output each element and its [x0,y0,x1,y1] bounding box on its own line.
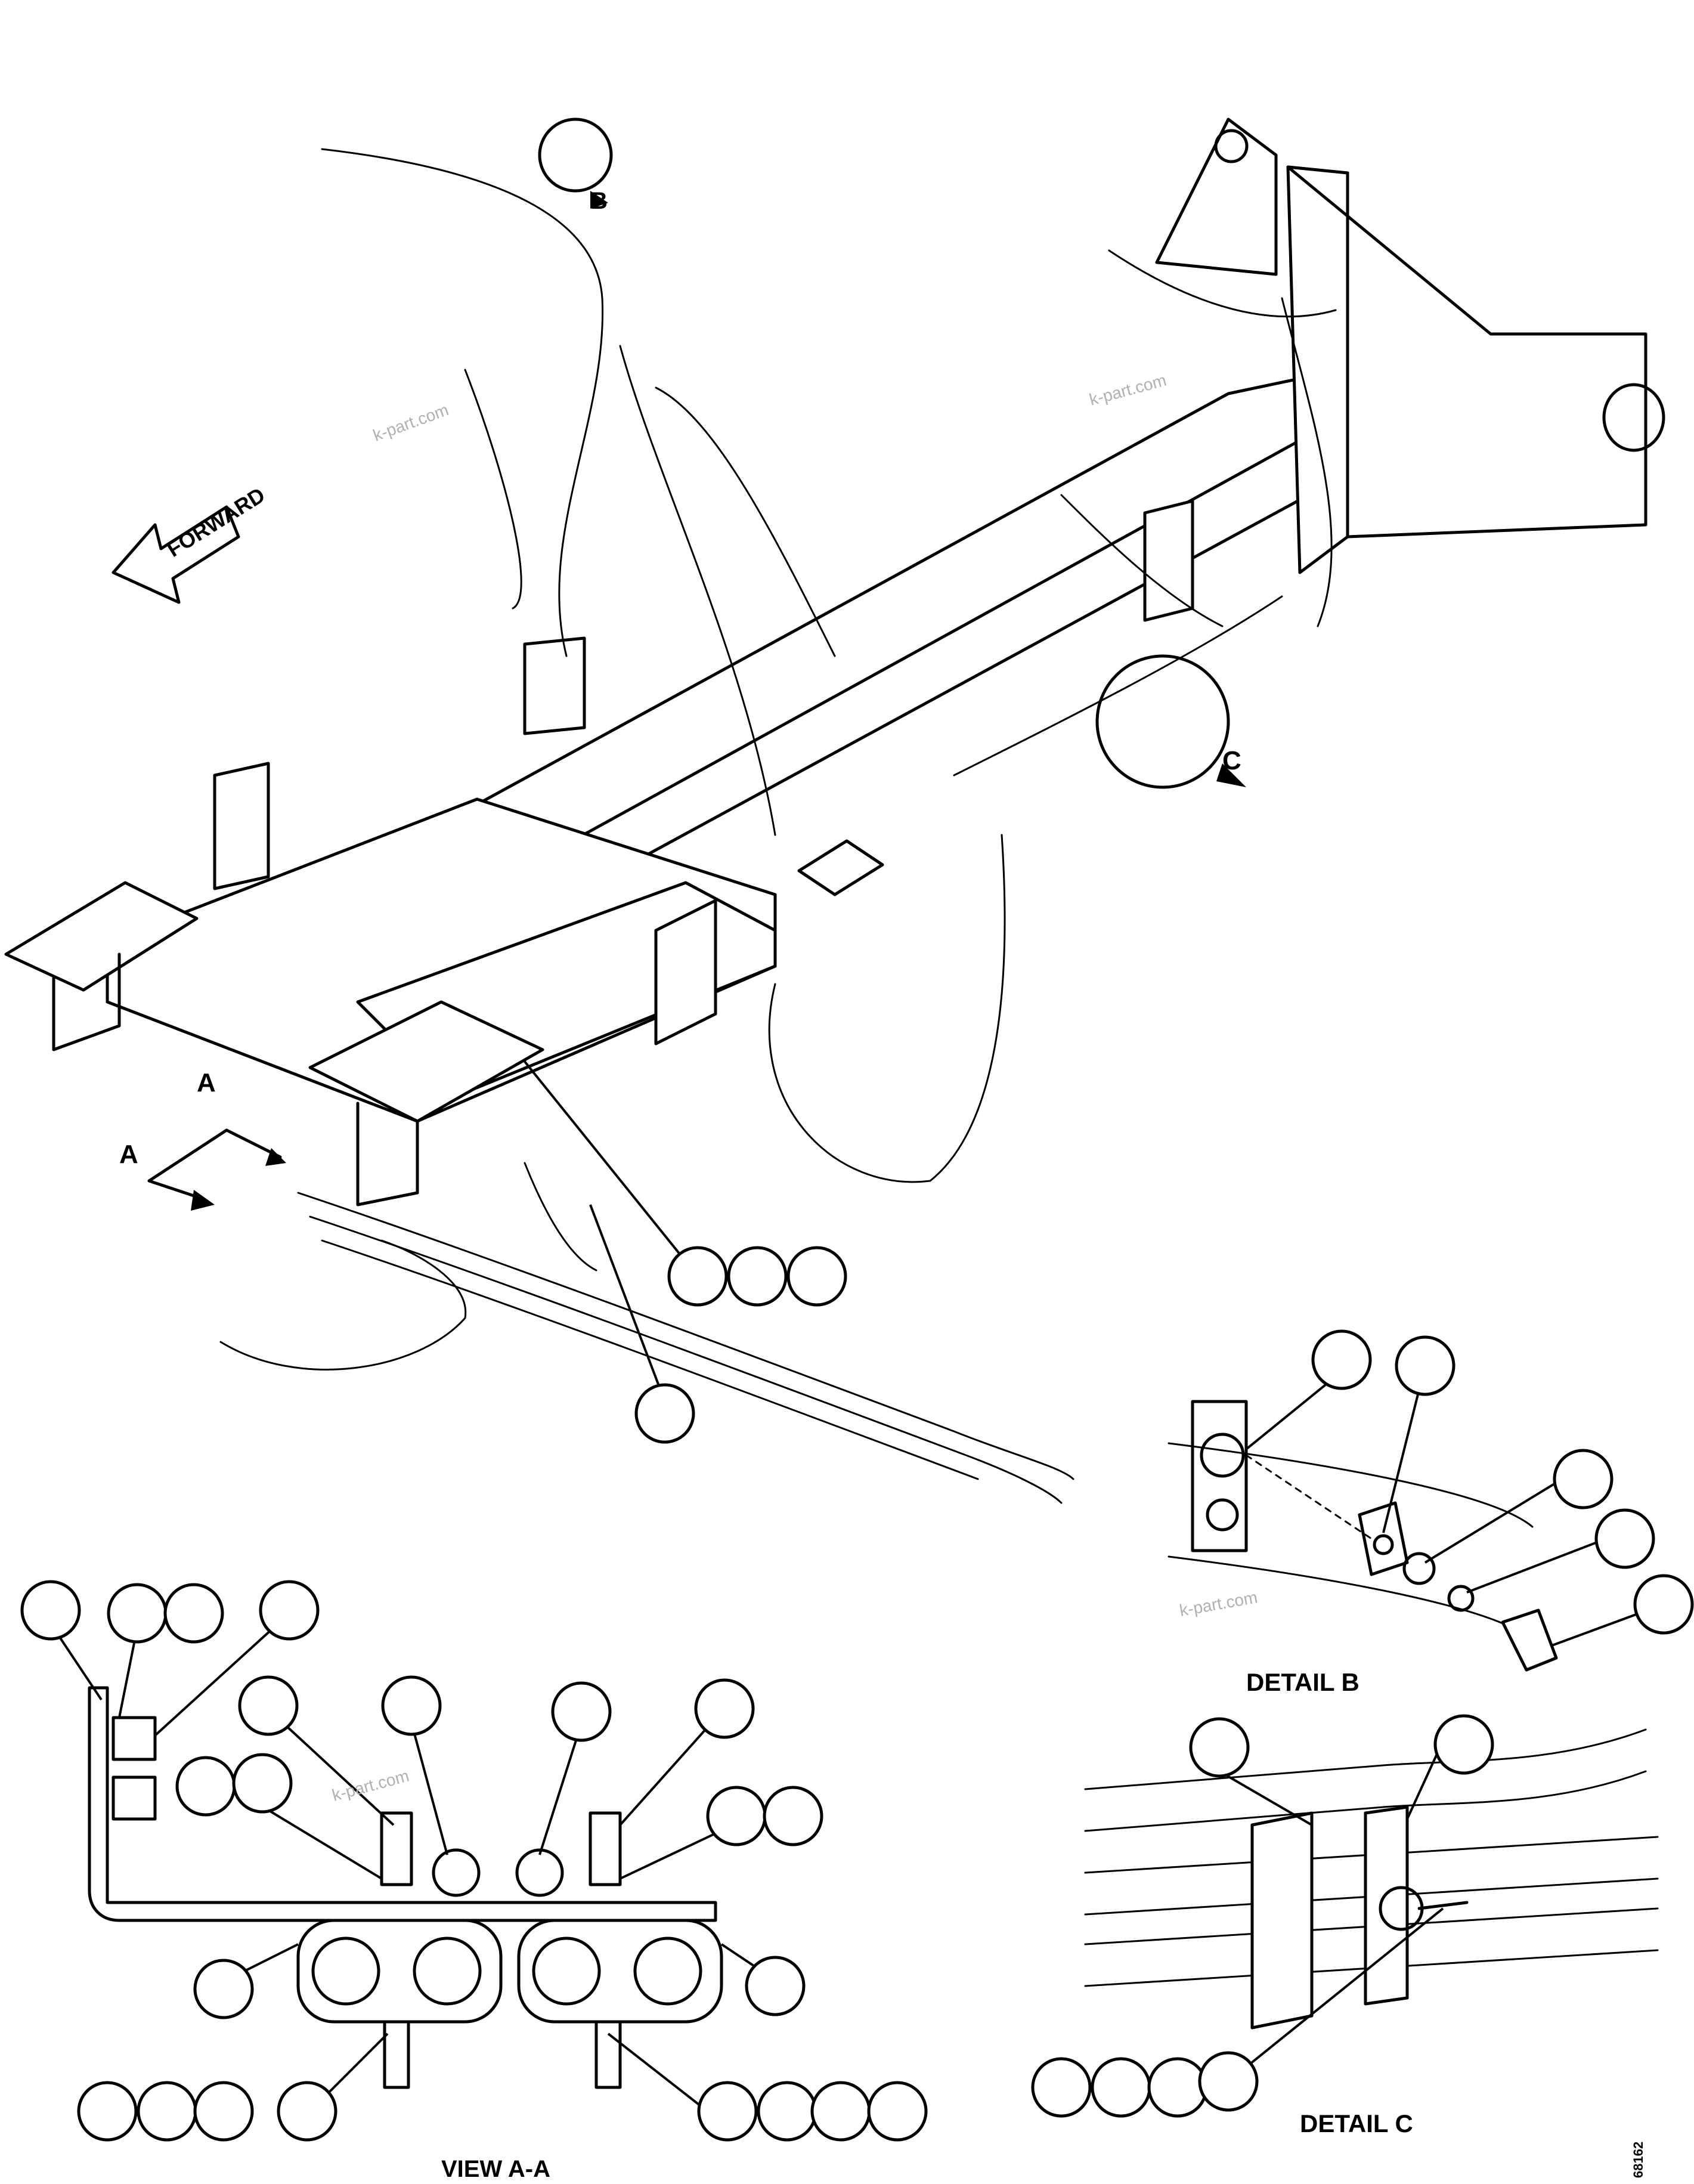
callout-balloon [107,1583,168,1644]
detail-b-title: DETAIL B [1246,1668,1359,1696]
detail-b-drawing: DETAIL B [1167,1400,1558,1696]
view-aa-title: VIEW A-A [441,2156,550,2182]
callout-balloon [232,1753,293,1814]
callout-balloon [175,1756,236,1817]
callout-balloon [163,1583,224,1644]
callout-balloon [77,2081,138,2142]
callout-balloon [694,1678,755,1739]
detail-c-title: DETAIL C [1300,2109,1413,2137]
callout-balloon [193,1959,254,2019]
callout-balloon [238,1675,299,1736]
callout-balloon [1189,1717,1250,1778]
lift-bracket [1155,117,1278,276]
drawing-number: 68162 [1631,2142,1646,2178]
callout-balloon [193,2081,254,2142]
watermark: k-part.com [330,1767,411,1805]
callouts [20,1060,1694,2142]
callout-balloon [1311,1329,1372,1390]
callout-balloon [1147,2057,1208,2118]
watermark: k-part.com [370,400,451,444]
callout-balloon [1091,2057,1151,2118]
callout-balloon [1553,1449,1614,1509]
svg-text:B: B [590,188,608,214]
callout-balloon [634,1383,695,1444]
view-a-indicator: A A [119,1068,286,1211]
callout-balloon [867,2081,928,2142]
mount-plate [797,839,884,896]
rear-left-plate [4,881,199,992]
callout-balloon [697,2081,758,2142]
callout-balloon [1433,1714,1494,1775]
callout-balloon [1395,1335,1455,1396]
forward-arrow: FORWARD [112,482,269,604]
watermark: k-part.com [1178,1588,1259,1619]
svg-text:C: C [1222,746,1241,775]
callout-balloon [727,1246,788,1307]
callout-balloon [745,1956,806,2016]
rear-right-plate [308,1000,544,1123]
callout-balloon [786,1246,847,1307]
detail-c-drawing: DETAIL C [1084,1728,1659,2137]
front-beam [1286,165,1349,574]
harness-routing [219,148,1337,1504]
callout-balloon [1633,1574,1694,1635]
callout-balloon [551,1681,612,1742]
callout-balloon [1031,2057,1092,2118]
callout-balloon [810,2081,871,2142]
view-a-arrow-label: A [119,1140,138,1169]
callout-balloon [381,1675,442,1736]
callout-balloon [259,1580,320,1641]
callout-balloon [763,1786,823,1846]
callout-balloon [277,2081,337,2142]
callout-balloon [1198,2051,1259,2112]
callout-balloon [757,2081,817,2142]
watermark: k-part.com [1088,371,1169,409]
view-a-label: A [197,1068,216,1097]
callout-balloon [1594,1508,1655,1569]
callout-balloon [137,2081,197,2142]
callout-balloon [706,1786,767,1846]
detail-b-marker: B [538,117,613,214]
detail-c-marker: C [1095,654,1246,789]
callout-balloon [20,1580,81,1641]
view-aa-drawing: VIEW A-A [88,1686,723,2182]
main-frame-drawing [4,117,1665,1207]
callout-balloon [667,1246,728,1307]
